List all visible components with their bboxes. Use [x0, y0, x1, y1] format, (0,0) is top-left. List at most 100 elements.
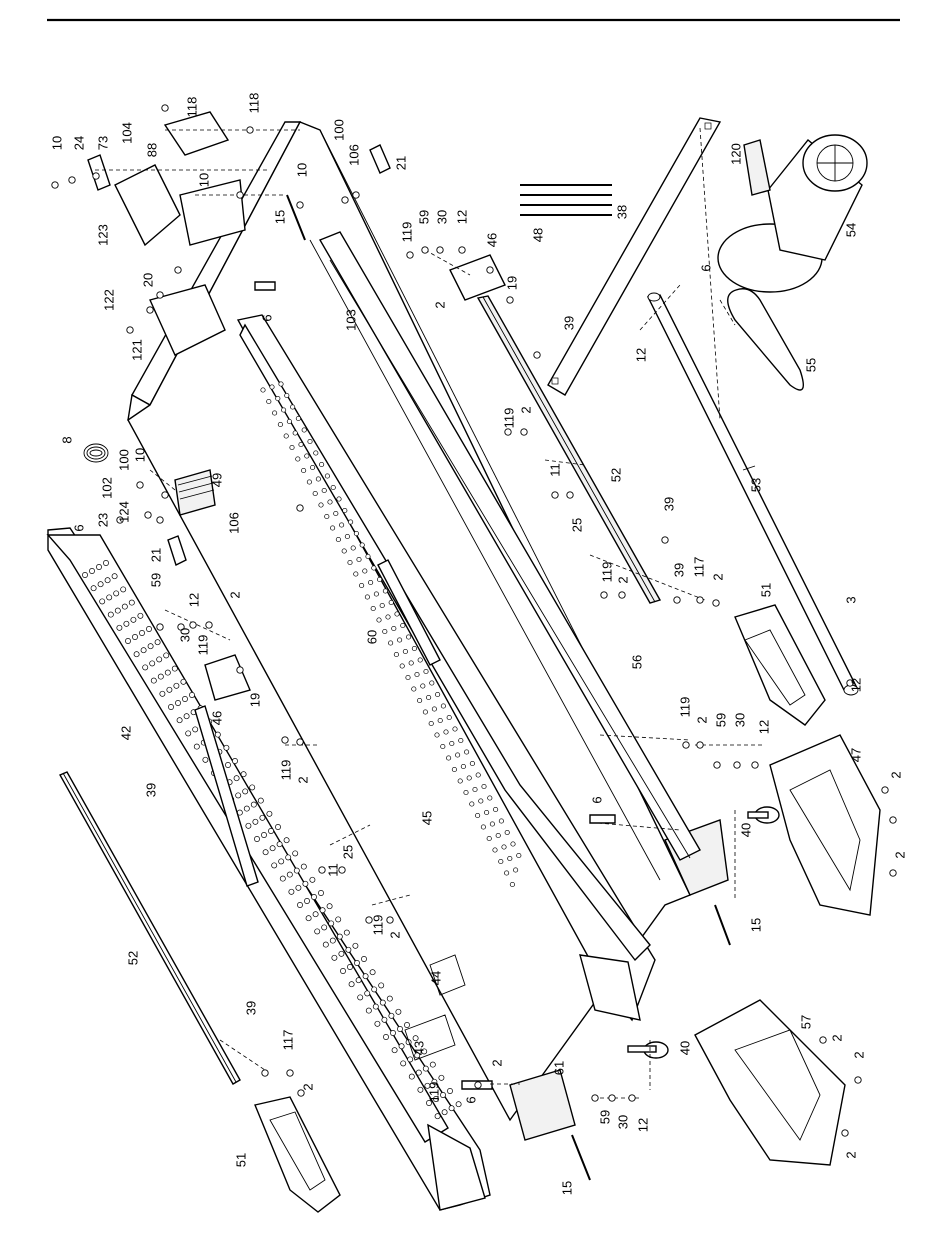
rail-hole: [390, 1030, 396, 1036]
bolt-6-b: [589, 814, 616, 824]
fastener: [68, 176, 76, 184]
deck-hole: [399, 663, 405, 669]
fastener: [751, 761, 759, 769]
deck-hole: [304, 453, 310, 459]
deck-hole: [336, 496, 342, 502]
rail-hole: [250, 801, 257, 808]
deck-hole: [298, 441, 304, 448]
callout-30b: 30: [177, 628, 192, 642]
callout-2c: 2: [615, 576, 630, 583]
rail-38: [547, 117, 722, 396]
rail-hole: [193, 743, 200, 750]
deck-hole: [480, 824, 486, 830]
rail-hole: [372, 1003, 379, 1010]
deck-hole: [417, 657, 423, 663]
rail-hole: [321, 924, 328, 931]
fastener: [126, 326, 134, 334]
rail-hole: [328, 920, 335, 927]
deck-hole: [348, 519, 354, 525]
callout-52a: 52: [608, 468, 623, 482]
callout-15b: 15: [748, 918, 763, 932]
deck-hole: [406, 634, 412, 640]
deck-hole: [509, 881, 515, 888]
rail-hole: [417, 1086, 424, 1093]
callout-104: 104: [119, 122, 134, 144]
callout-103: 103: [343, 309, 358, 331]
rail-hole: [433, 1096, 439, 1102]
rail-hole: [189, 692, 195, 698]
trim-strip-right: [476, 295, 662, 604]
deck-hole: [449, 740, 455, 747]
fastener: [92, 172, 100, 180]
deck-hole: [405, 674, 411, 681]
deck-hole: [487, 795, 493, 801]
callout-88: 88: [144, 143, 159, 157]
callout-12c: 12: [848, 678, 863, 692]
rail-hole: [183, 713, 190, 720]
fastener: [365, 916, 373, 924]
label-43: [404, 1014, 456, 1061]
deck-hole: [420, 683, 426, 689]
deck-hole: [466, 775, 472, 781]
callout-46b: 46: [209, 711, 224, 725]
callout-39a: 39: [561, 316, 576, 330]
deck-hole: [489, 821, 495, 827]
deck-hole: [388, 599, 394, 606]
callout-40a: 40: [738, 823, 753, 837]
rail-hole: [404, 1022, 410, 1028]
rail-hole: [400, 1060, 407, 1067]
deck-hole: [472, 786, 478, 793]
callout-12f: 12: [635, 1118, 650, 1132]
fastener: [161, 491, 169, 499]
callout-39c: 39: [671, 563, 686, 577]
rail-hole: [374, 1020, 381, 1027]
fastener: [296, 504, 304, 512]
rail-hole: [381, 1016, 388, 1023]
fastener: [566, 491, 574, 499]
deck-hole: [510, 841, 516, 847]
rail-hole: [426, 1100, 432, 1106]
fastener: [712, 599, 720, 607]
fastener: [189, 621, 197, 629]
fastener: [600, 591, 608, 599]
rail-hole: [163, 652, 170, 659]
callout-12a: 12: [454, 210, 469, 224]
deck-hole: [350, 545, 356, 551]
deck-hole: [376, 617, 382, 623]
roller-53: [646, 292, 859, 696]
deck-hole: [481, 783, 487, 790]
fastener: [551, 491, 559, 499]
rail-hole: [365, 1007, 372, 1014]
rail-hole: [388, 1012, 395, 1019]
rail-hole: [125, 638, 131, 644]
callout-60: 60: [364, 630, 379, 644]
callout-25a: 25: [569, 518, 584, 532]
bolt-6-a: [254, 281, 276, 291]
deck-hole: [319, 461, 325, 468]
deck-hole: [507, 855, 513, 862]
rail-hole: [192, 726, 199, 733]
foot-40-lower: [627, 1041, 669, 1059]
deck-hole: [333, 510, 339, 517]
rail-hole: [362, 973, 369, 980]
fastener: [846, 679, 854, 687]
callout-2l: 2: [851, 1051, 866, 1058]
rail-hole: [314, 928, 321, 935]
callout-10d: 10: [132, 448, 147, 462]
rail-hole: [455, 1101, 462, 1108]
callout-119h: 119: [426, 1082, 441, 1103]
deck-hole: [423, 668, 429, 675]
fastener: [177, 623, 185, 631]
callout-24: 24: [71, 136, 86, 150]
fastener: [841, 1129, 849, 1137]
rail-hole: [408, 1073, 415, 1080]
rail-hole: [142, 664, 149, 671]
rail-hole: [331, 954, 338, 961]
deck-hole: [342, 507, 348, 514]
fastener: [889, 816, 897, 824]
deck-hole: [446, 714, 452, 721]
deck-hole: [435, 691, 441, 698]
fastener: [713, 761, 721, 769]
deck-hole: [434, 732, 440, 738]
deck-hole: [281, 407, 287, 413]
